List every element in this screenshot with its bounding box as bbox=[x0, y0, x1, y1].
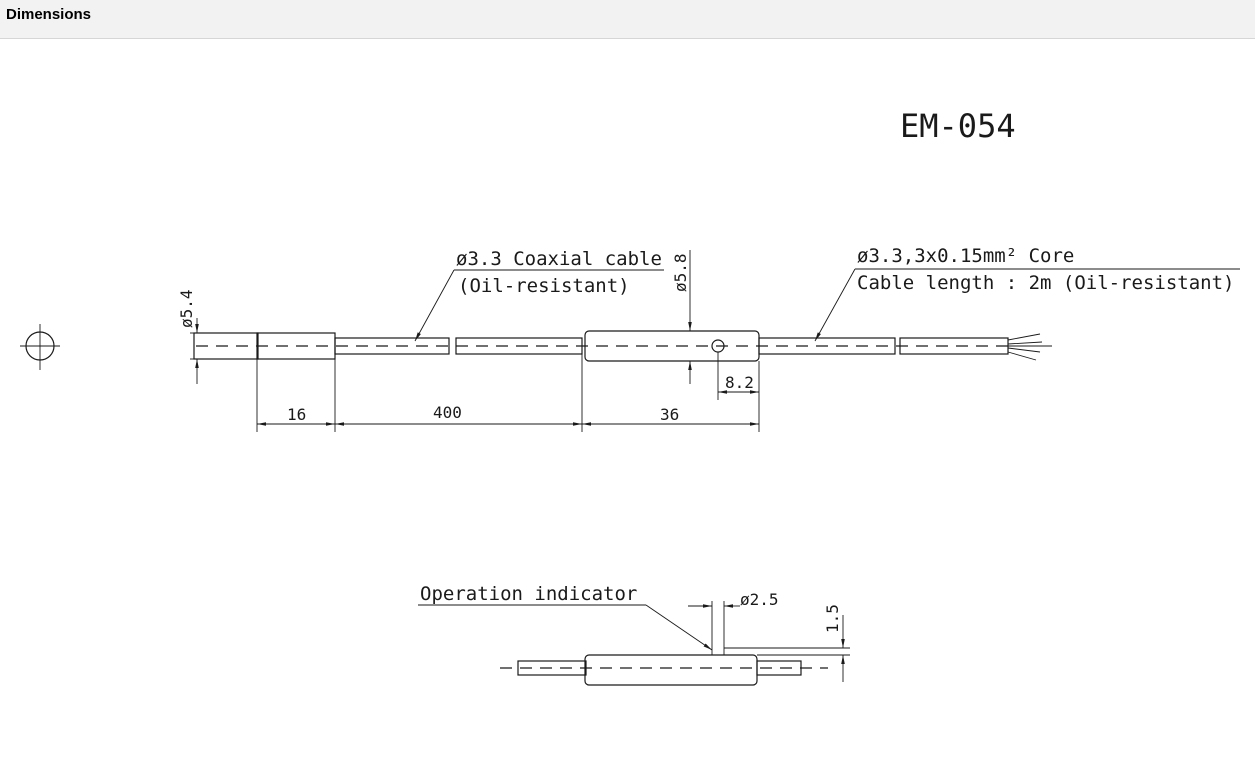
indicator-view: ø2.5 Operation indicator 1.5 bbox=[418, 583, 850, 686]
coaxial-cable-callout: ø3.3 Coaxial cable (Oil-resistant) bbox=[414, 248, 664, 342]
cable2-label-line1: ø3.3,3x0.15mm² Core bbox=[857, 245, 1074, 267]
dim-36-label: 36 bbox=[660, 405, 679, 424]
dim-d58-label: ø5.8 bbox=[671, 253, 690, 292]
cable1-label-line1: ø3.3 Coaxial cable bbox=[456, 248, 662, 270]
dim-15-label: 1.5 bbox=[823, 604, 842, 633]
output-cable-callout: ø3.3,3x0.15mm² Core Cable length : 2m (O… bbox=[814, 245, 1240, 342]
sensor-assembly bbox=[193, 330, 1052, 362]
dimension-drawing: EM-054 ø5.4 ø5.8 bbox=[20, 107, 1240, 686]
dim-diameter-5-4: ø5.4 bbox=[177, 289, 204, 384]
dim-d54-label: ø5.4 bbox=[177, 289, 196, 328]
indicator-label: Operation indicator bbox=[420, 583, 637, 605]
panel-header: Dimensions bbox=[0, 0, 1255, 39]
cable2-label-line2: Cable length : 2m (Oil-resistant) bbox=[857, 272, 1235, 294]
dim-82-label: 8.2 bbox=[725, 373, 754, 392]
dim-diameter-5-8: ø5.8 bbox=[671, 250, 692, 384]
end-view-symbol bbox=[20, 324, 60, 370]
length-dimensions: 16 400 36 8.2 bbox=[256, 352, 760, 432]
panel-title: Dimensions bbox=[6, 6, 92, 23]
dim-16-label: 16 bbox=[287, 405, 306, 424]
dim-d25-label: ø2.5 bbox=[740, 590, 779, 609]
dim-400-label: 400 bbox=[433, 403, 462, 422]
cable1-label-line2: (Oil-resistant) bbox=[458, 275, 630, 297]
model-title: EM-054 bbox=[900, 107, 1016, 145]
